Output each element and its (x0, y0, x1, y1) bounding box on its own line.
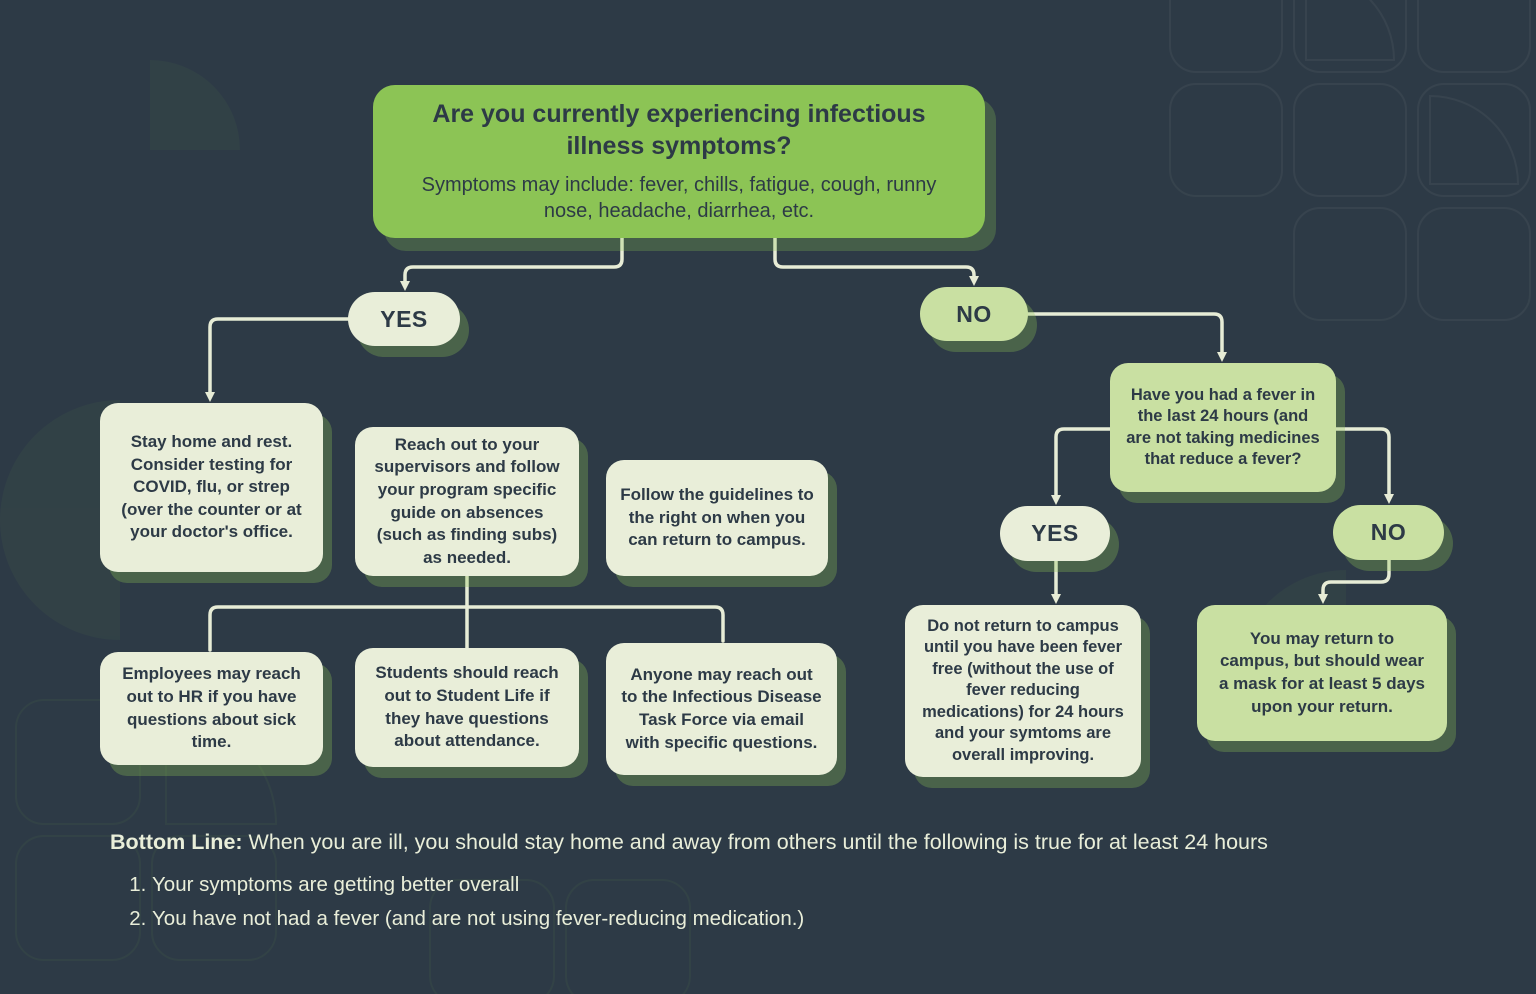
reach-out-supervisors-box: Reach out to your supervisors and follow… (355, 427, 579, 576)
connector-no2-to-mayreturn (1318, 558, 1391, 604)
bottom-line-section: Bottom Line: When you are ill, you shoul… (110, 830, 1480, 941)
root-question-box: Are you currently experiencing infectiou… (373, 85, 985, 238)
bottom-line-label: Bottom Line: (110, 830, 243, 854)
yes-pill-level2: YES (1000, 506, 1110, 561)
root-question-subtitle: Symptoms may include: fever, chills, fat… (421, 173, 937, 222)
connector-no-to-fever (1026, 312, 1227, 362)
connector-fever-to-no2 (1334, 427, 1394, 504)
no-pill-level1: NO (920, 287, 1028, 341)
connector-yes-to-stayhome (205, 317, 350, 402)
anyone-task-force-box: Anyone may reach out to the Infectious D… (606, 643, 837, 775)
bottom-line-rest: When you are ill, you should stay home a… (242, 830, 1268, 854)
connector-root-to-no (773, 236, 979, 286)
bottom-line-item-1: Your symptoms are getting better overall (152, 873, 1480, 897)
may-return-box: You may return to campus, but should wea… (1197, 605, 1447, 741)
students-student-life-box: Students should reach out to Student Lif… (355, 648, 579, 767)
bottom-line-list: Your symptoms are getting better overall… (124, 873, 1480, 931)
no-pill-level2: NO (1333, 505, 1444, 560)
root-question-title: Are you currently experiencing infectiou… (432, 100, 926, 160)
do-not-return-box: Do not return to campus until you have b… (905, 605, 1141, 777)
follow-guidelines-box: Follow the guidelines to the right on wh… (606, 460, 828, 576)
employees-hr-box: Employees may reach out to HR if you hav… (100, 652, 323, 765)
connector-root-to-yes (400, 236, 624, 291)
bottom-line-text: Bottom Line: When you are ill, you shoul… (110, 830, 1480, 855)
connector-fever-to-yes2 (1051, 427, 1112, 505)
fever-question-box: Have you had a fever in the last 24 hour… (1110, 363, 1336, 492)
stay-home-box: Stay home and rest. Consider testing for… (100, 403, 323, 572)
bottom-line-item-2: You have not had a fever (and are not us… (152, 907, 1480, 931)
yes-pill-level1: YES (348, 292, 460, 346)
